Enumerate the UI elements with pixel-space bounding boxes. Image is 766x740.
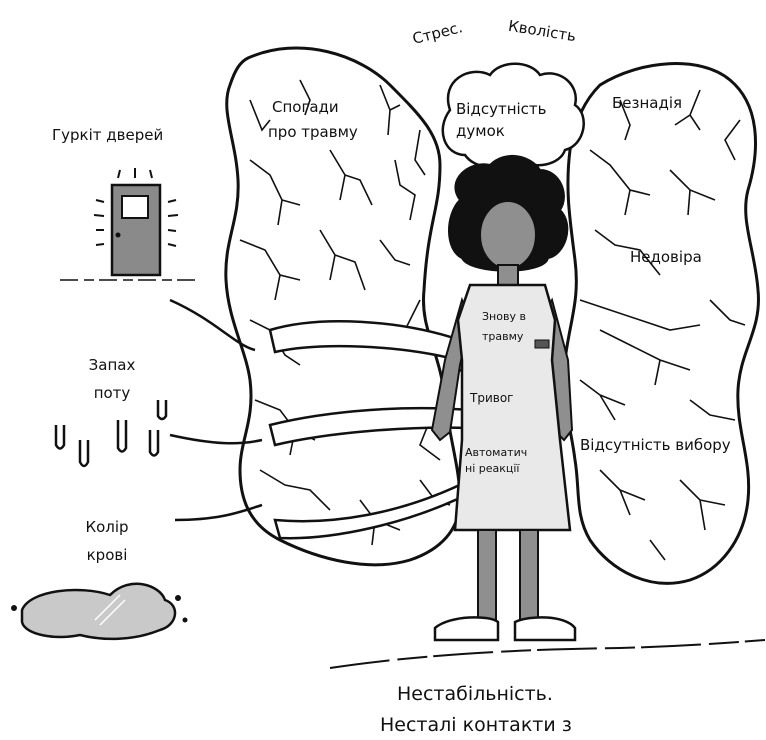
label-anxiety: Тривог — [470, 391, 513, 405]
door-icon — [60, 168, 200, 280]
label-retrauma-line2: травму — [482, 330, 523, 343]
label-sweat-smell-line1: Запах — [77, 356, 147, 374]
label-unstable-contacts: Несталі контакти з — [380, 714, 572, 737]
label-sweat-smell-line2: поту — [77, 384, 147, 402]
label-blood-color-line2: крові — [72, 546, 142, 564]
label-auto-reactions-line2: ні реакції — [465, 462, 519, 475]
label-instability: Нестабільність. — [397, 683, 553, 706]
label-blood-color-line1: Колір — [72, 518, 142, 536]
label-trauma-memories-line1: Спогади — [272, 98, 339, 116]
label-distrust: Недовіра — [630, 248, 702, 266]
label-no-thoughts-line1: Відсутність — [456, 100, 547, 118]
sweat-drips-icon — [56, 400, 166, 466]
right-wing-shape — [564, 64, 759, 584]
label-retrauma-line1: Знову в — [482, 310, 526, 323]
label-trauma-memories-line2: про травму — [268, 123, 358, 141]
blood-puddle-icon — [11, 584, 188, 639]
ground-line — [330, 640, 765, 668]
label-door-slam: Гуркіт дверей — [52, 126, 163, 144]
label-no-thoughts-line2: думок — [456, 122, 505, 140]
label-hopelessness: Безнадія — [612, 94, 682, 112]
label-auto-reactions-line1: Автоматич — [465, 446, 527, 459]
label-no-choice: Відсутність вибору — [580, 436, 731, 454]
